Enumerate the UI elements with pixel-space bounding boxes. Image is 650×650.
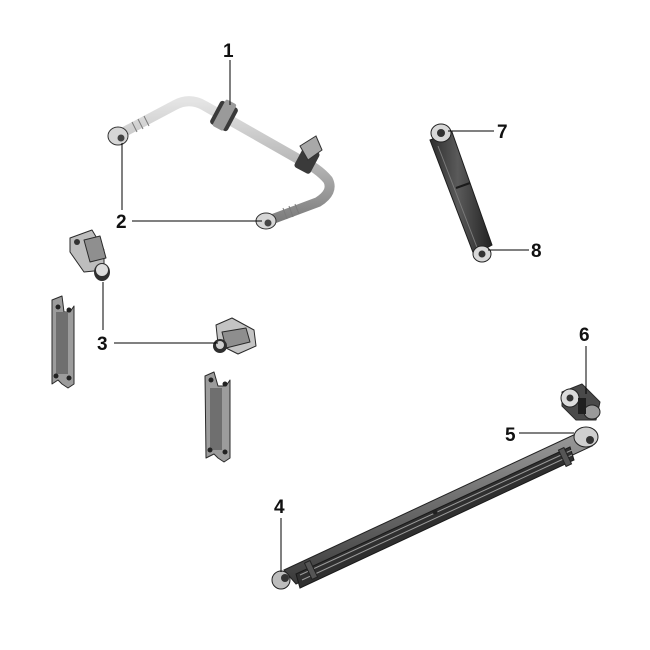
callout-4: 4 bbox=[274, 497, 285, 518]
callout-5: 5 bbox=[505, 425, 516, 446]
callout-3: 3 bbox=[97, 334, 108, 355]
stabilizer-bar bbox=[107, 96, 335, 230]
shackle bbox=[560, 383, 601, 421]
bracket-middle bbox=[213, 317, 257, 355]
bracket-upper bbox=[69, 229, 110, 281]
callout-2: 2 bbox=[116, 212, 127, 233]
leaf-spring bbox=[271, 426, 599, 590]
spring-hanger-right bbox=[204, 371, 231, 463]
callout-7: 7 bbox=[497, 122, 508, 143]
callout-6: 6 bbox=[579, 325, 590, 346]
callout-8: 8 bbox=[531, 241, 542, 262]
callout-labels: 1 2 3 4 5 6 7 8 bbox=[97, 41, 590, 518]
leader-lines bbox=[102, 60, 587, 572]
spring-hanger-left bbox=[51, 295, 75, 389]
callout-1: 1 bbox=[223, 41, 234, 62]
shock-absorber bbox=[429, 123, 493, 263]
